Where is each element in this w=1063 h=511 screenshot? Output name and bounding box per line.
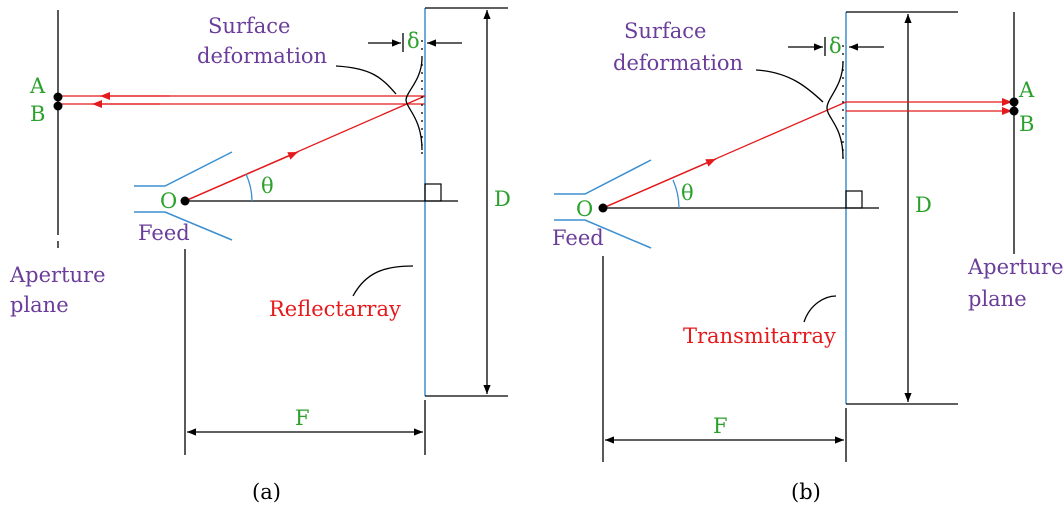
theta-arc (672, 179, 680, 209)
point-a-dot (53, 92, 63, 102)
theta-label: θ (681, 181, 694, 205)
aperture-label-2: plane (10, 293, 69, 317)
incident-ray-arrow (184, 151, 299, 202)
aperture-label-1: Aperture (9, 263, 106, 287)
right-angle-marker (845, 190, 863, 209)
diameter-label: D (915, 193, 932, 217)
point-b-dot (1009, 106, 1019, 116)
point-b-dot (53, 101, 63, 111)
panel-b-caption: (b) (791, 480, 821, 504)
delta-label: δ (407, 29, 420, 53)
surface-deformation-label-2: deformation (197, 44, 327, 68)
surface-deformation-label-1: Surface (624, 19, 706, 43)
feed-horn (134, 151, 233, 241)
incident-ray-arrow (602, 158, 717, 209)
focal-label: F (295, 406, 310, 430)
point-b-label: B (1019, 112, 1034, 136)
surface-deformation-leader (335, 65, 397, 95)
panel-a: Surface deformation δ A B O θ Feed Apert… (9, 7, 511, 504)
focal-label: F (713, 414, 728, 438)
point-b-label: B (30, 102, 45, 126)
delta-label: δ (829, 34, 842, 58)
point-a-label: A (29, 74, 46, 98)
point-a-dot (1009, 97, 1019, 107)
reflectarray-leader (352, 265, 414, 297)
deformation-bump (826, 61, 844, 159)
reflectarray-label: Reflectarray (269, 297, 401, 321)
aperture-label-2: plane (968, 287, 1027, 311)
transmitarray-leader (803, 295, 837, 323)
feed-label: Feed (552, 226, 604, 250)
surface-deformation-label-2: deformation (613, 51, 743, 75)
origin-dot (180, 196, 190, 206)
surface-deformation-label-1: Surface (208, 14, 290, 38)
panel-b: Surface deformation δ A B O θ Feed Apert… (552, 11, 1063, 504)
aperture-label-1: Aperture (967, 255, 1063, 279)
theta-arc (245, 173, 253, 202)
origin-label: O (160, 189, 177, 213)
point-a-label: A (1018, 78, 1035, 102)
feed-horn (554, 159, 652, 249)
feed-label: Feed (138, 221, 190, 245)
deformation-bump (405, 57, 423, 151)
origin-label: O (576, 197, 593, 221)
right-angle-marker (424, 183, 442, 202)
transmitarray-label: Transmitarray (683, 324, 836, 348)
origin-dot (598, 203, 608, 213)
diameter-label: D (494, 187, 511, 211)
surface-deformation-leader (755, 69, 824, 103)
theta-label: θ (261, 174, 274, 198)
panel-a-caption: (a) (252, 480, 281, 504)
